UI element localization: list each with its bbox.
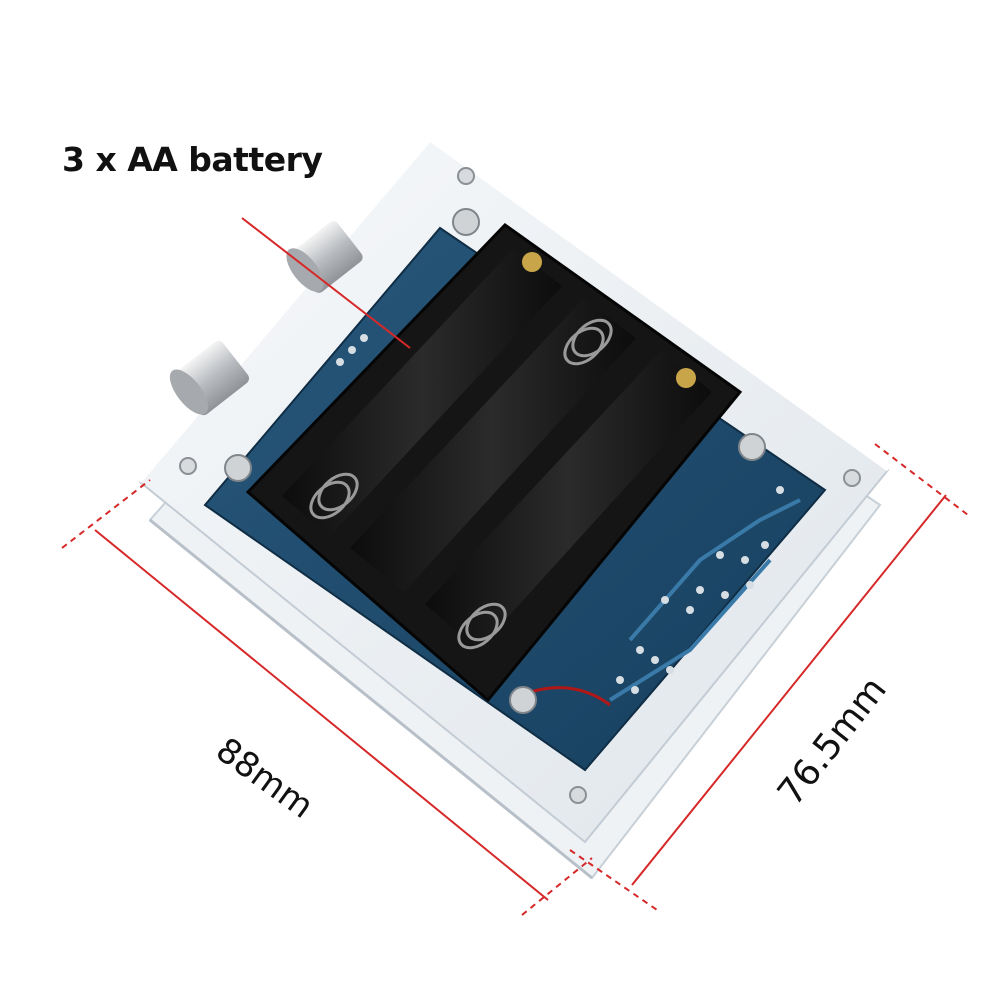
battery-slot (282, 248, 562, 536)
pcb-trace (608, 558, 772, 702)
screw-icon (179, 167, 861, 804)
acrylic-edge-shadow (149, 518, 593, 880)
battery-holder-icon (245, 223, 743, 707)
potentiometer-icon (169, 340, 250, 416)
width-dimension-line (94, 529, 549, 901)
callout-line (241, 217, 411, 349)
height-extension-line (569, 849, 661, 913)
width-extension-line (521, 857, 593, 916)
width-extension-line (61, 479, 151, 549)
pcb-pads (336, 334, 784, 694)
dimension-lines (61, 217, 969, 916)
battery-slot (350, 298, 636, 592)
contact-tab (676, 368, 696, 388)
battery-slot (425, 350, 712, 650)
spring-contact-icon (309, 318, 613, 650)
contact-tab (522, 252, 542, 272)
battery-label: 3 x AA battery (62, 140, 323, 179)
height-dimension-line (631, 494, 947, 886)
height-extension-line (874, 443, 969, 516)
